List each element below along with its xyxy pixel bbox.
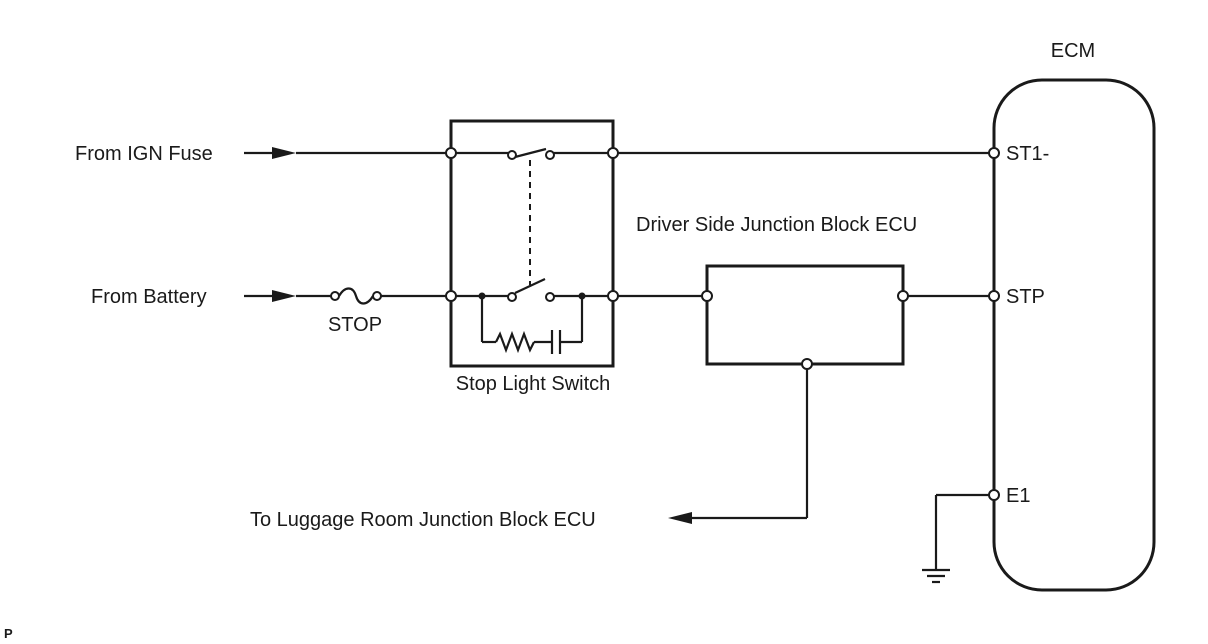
pin-stp-label: STP (1006, 286, 1045, 308)
switch-icon (507, 147, 555, 160)
arrow-icon (668, 512, 692, 524)
to-luggage-room-label: To Luggage Room Junction Block ECU (250, 509, 596, 531)
pin-e1-node (988, 489, 1000, 501)
pin-stp-node (988, 290, 1000, 302)
stop-light-switch-box (449, 119, 615, 368)
ground-icon (922, 568, 950, 584)
stop-light-switch-label: Stop Light Switch (456, 373, 611, 395)
corner-mark: P (4, 626, 13, 641)
pin-st1-node (988, 147, 1000, 159)
from-battery-label: From Battery (91, 286, 207, 308)
driver-side-jb-ecu-label: Driver Side Junction Block ECU (636, 214, 917, 236)
pin-e1-label: E1 (1006, 485, 1030, 507)
switch-icon (507, 278, 555, 302)
from-ign-fuse-label: From IGN Fuse (75, 143, 213, 165)
resistor-icon (495, 330, 535, 354)
capacitor-icon (550, 330, 562, 354)
ecm-box (992, 78, 1156, 592)
arrow-icon (244, 147, 296, 159)
arrow-icon (244, 290, 296, 302)
pin-st1-label: ST1- (1006, 143, 1049, 165)
ecm-label: ECM (1051, 40, 1095, 62)
driver-side-jb-ecu-box (705, 264, 905, 366)
fuse-icon (330, 287, 382, 305)
stop-fuse-label: STOP (328, 314, 382, 336)
